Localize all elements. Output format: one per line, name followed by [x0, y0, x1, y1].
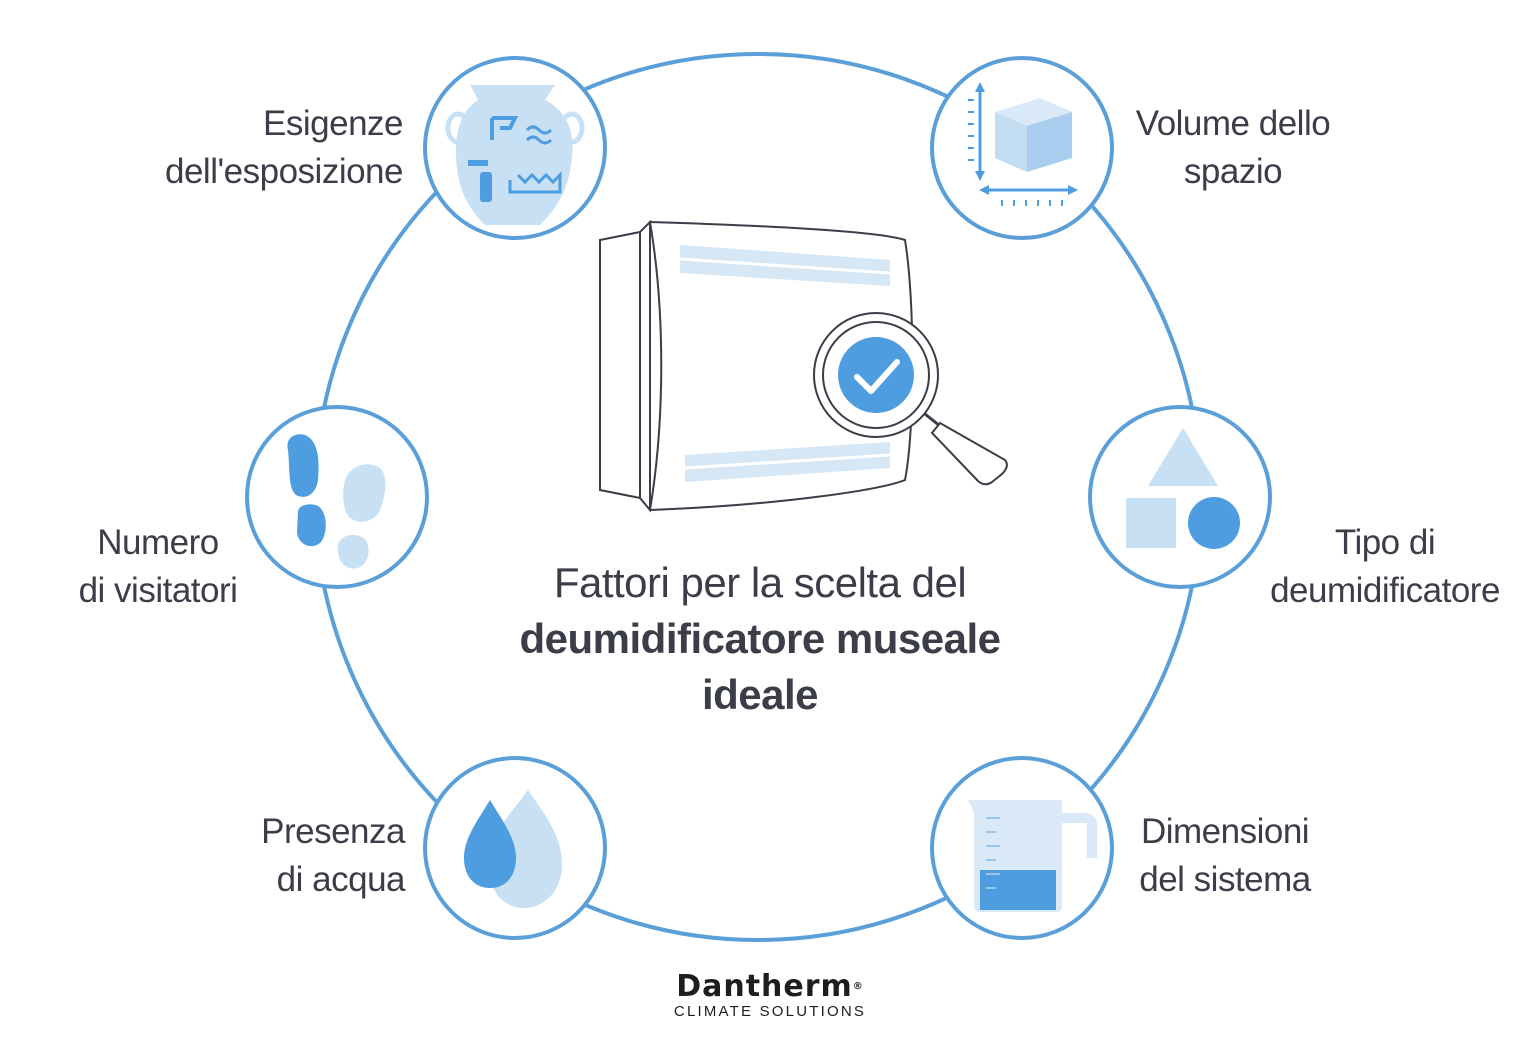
- title-line2: deumidificatore museale: [519, 615, 1002, 662]
- dehumidifier-magnifier-check-icon: [599, 219, 1008, 513]
- label-type-line1: Tipo di: [1334, 523, 1436, 562]
- label-type: Tipo di deumidificatore: [1250, 519, 1520, 615]
- label-volume-line1: Volume dello: [1135, 104, 1331, 143]
- node-exhibition: [423, 56, 607, 240]
- vase-icon: [445, 85, 585, 225]
- logo-tagline: CLIMATE SOLUTIONS: [673, 1003, 867, 1020]
- node-type: [1088, 405, 1272, 589]
- footprints-icon: [287, 434, 386, 569]
- node-visitors: [245, 405, 429, 589]
- label-volume-line2: spazio: [1183, 152, 1283, 191]
- title-line1: Fattori per la scelta del: [553, 559, 967, 606]
- title-line3: ideale: [701, 671, 819, 718]
- logo-registered-mark: ®: [852, 981, 864, 992]
- shapes-icon: [1126, 428, 1240, 549]
- diagram-title: Fattori per la scelta del deumidificator…: [380, 555, 1140, 723]
- node-volume: [930, 56, 1114, 240]
- node-water: [423, 756, 607, 940]
- cube-measure-icon: [968, 82, 1078, 206]
- label-water-line1: Presenza: [261, 812, 405, 851]
- label-exhibition-line1: Esigenze: [263, 104, 403, 143]
- logo-brand: Dantherm®: [630, 970, 910, 1004]
- label-exhibition: Esigenze dell'esposizione: [100, 100, 404, 196]
- label-size-line2: del sistema: [1139, 860, 1311, 899]
- label-visitors: Numero di visitatori: [58, 519, 258, 615]
- dantherm-logo: Dantherm® CLIMATE SOLUTIONS: [630, 970, 910, 1020]
- label-exhibition-line2: dell'esposizione: [164, 152, 404, 191]
- label-visitors-line1: Numero: [97, 523, 219, 562]
- water-drops-icon: [464, 790, 562, 908]
- label-type-line2: deumidificatore: [1270, 571, 1500, 610]
- label-size: Dimensioni del sistema: [1120, 808, 1330, 904]
- label-size-line1: Dimensioni: [1140, 812, 1310, 851]
- label-water: Presenza di acqua: [200, 808, 405, 904]
- logo-brand-text: Dantherm: [676, 969, 853, 1004]
- node-size: [930, 756, 1114, 940]
- measuring-jug-icon: [968, 800, 1097, 912]
- label-volume: Volume dello spazio: [1115, 100, 1351, 196]
- label-water-line2: di acqua: [276, 860, 406, 899]
- label-visitors-line2: di visitatori: [78, 571, 238, 610]
